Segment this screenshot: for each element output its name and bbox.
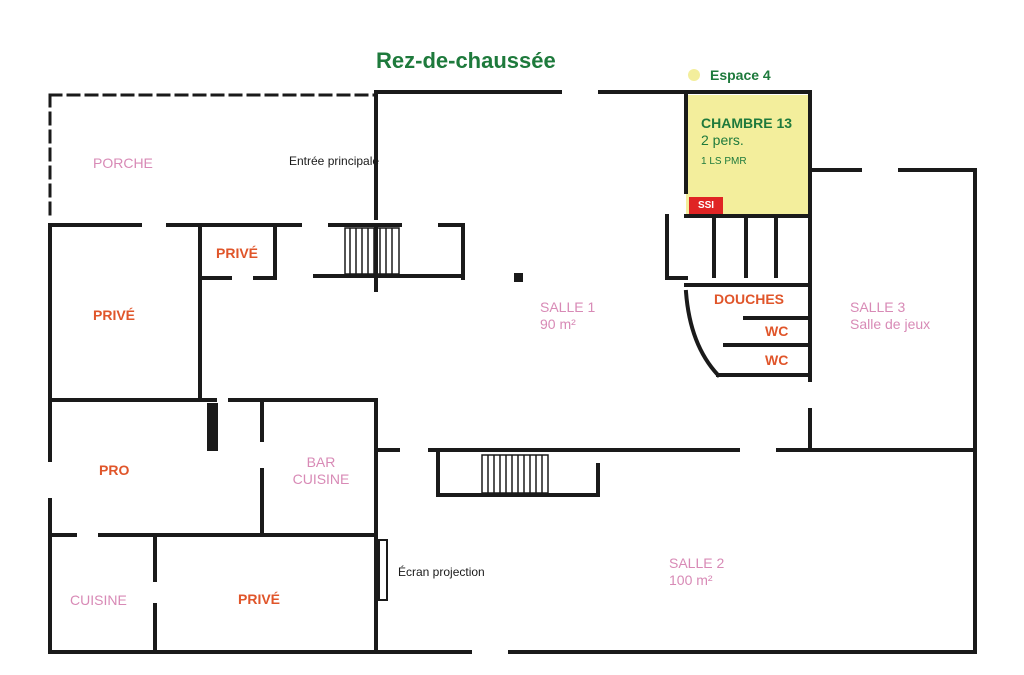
- legend-label: Espace 4: [710, 67, 771, 83]
- lower-stairs: [481, 454, 549, 494]
- projection-screen: [378, 539, 388, 601]
- floor-title: Rez-de-chaussée: [376, 48, 556, 73]
- room-chambre13-beds: 1 LS PMR: [701, 156, 747, 167]
- room-wc1-label: WC: [765, 323, 789, 339]
- room-bar-cuisine-label: CUISINE: [292, 471, 350, 487]
- room-bar-label: BAR: [306, 454, 336, 470]
- pillar: [514, 273, 523, 282]
- room-salle3-label: SALLE 3: [850, 299, 906, 315]
- room-porche-label: PORCHE: [93, 155, 153, 171]
- projection-screen-label: Écran projection: [398, 565, 485, 579]
- room-chambre13-label: CHAMBRE 13: [701, 115, 793, 131]
- room-salle2-label: SALLE 2: [669, 555, 725, 571]
- room-pro-label: PRO: [99, 462, 130, 478]
- walls: [48, 90, 977, 654]
- room-cuisine-label: CUISINE: [70, 592, 127, 608]
- room-salle1-area: 90 m²: [540, 316, 576, 332]
- porch-dashed-outline: [48, 93, 378, 220]
- room-salle3-sub: Salle de jeux: [850, 316, 931, 332]
- room-prive-bottom-label: PRIVÉ: [238, 591, 281, 607]
- room-salle1-label: SALLE 1: [540, 299, 596, 315]
- upper-stairs: [344, 227, 400, 275]
- room-salle2-area: 100 m²: [669, 572, 713, 588]
- chambre-13-area: [686, 95, 809, 216]
- room-douches-label: DOUCHES: [714, 291, 785, 307]
- room-prive-left-label: PRIVÉ: [93, 307, 136, 323]
- room-wc2-label: WC: [765, 352, 789, 368]
- room-chambre13-capacity: 2 pers.: [701, 132, 744, 148]
- room-prive-small-label: PRIVÉ: [216, 245, 259, 261]
- wall-block: [207, 403, 218, 451]
- ssi-badge: SSI: [689, 197, 723, 214]
- legend-swatch: [688, 69, 700, 81]
- main-entrance-label: Entrée principale: [289, 154, 380, 168]
